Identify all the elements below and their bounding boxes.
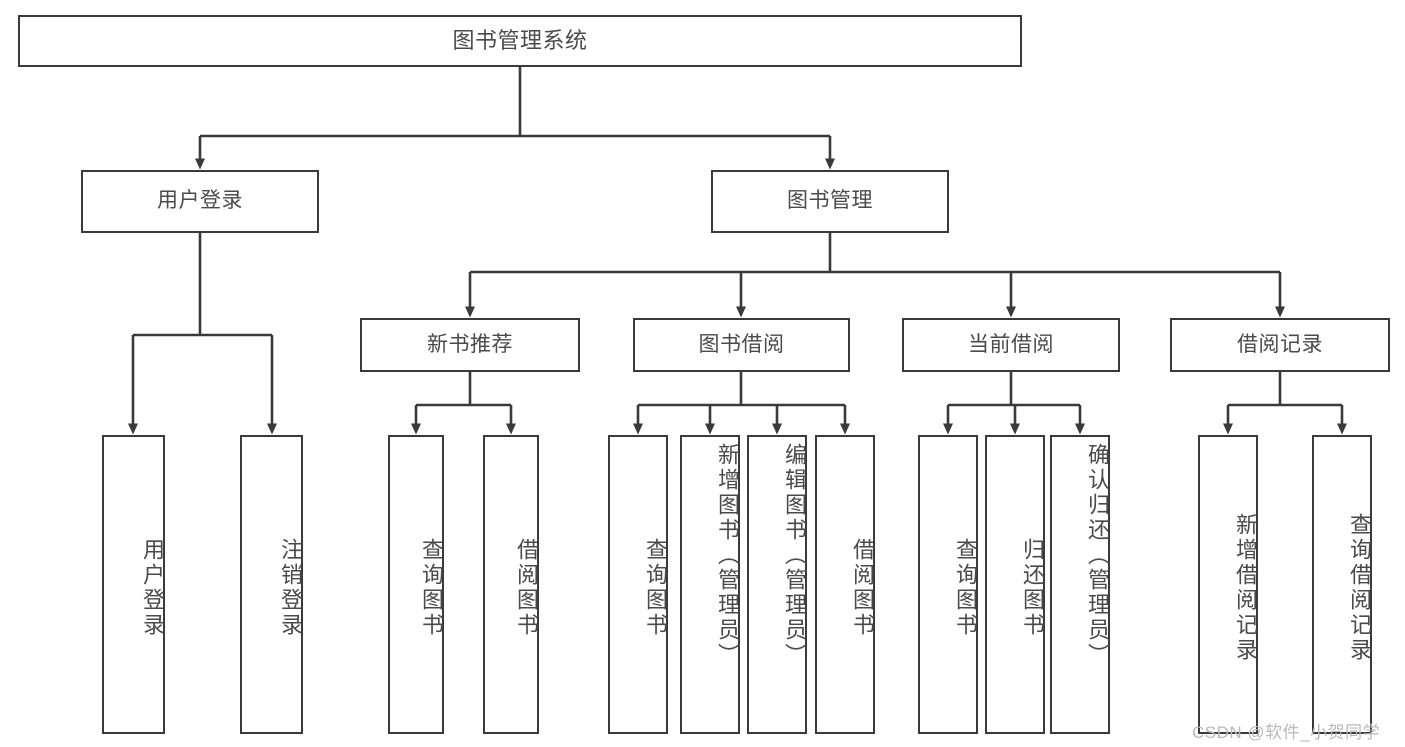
leaf-user-login[interactable]: 用户登录 [102, 435, 165, 734]
leaf-query-borrow-record[interactable]: 查询借阅记录 [1312, 435, 1372, 734]
leaf-user-logout[interactable]: 注销登录 [240, 435, 303, 734]
leaf-add-book[interactable]: 新增图书（管理员） [680, 435, 740, 734]
leaf-borrow-book-rec[interactable]: 借阅图书 [483, 435, 539, 734]
node-book-borrow[interactable]: 图书借阅 [633, 318, 850, 372]
leaf-query-book-current[interactable]: 查询图书 [918, 435, 978, 734]
leaf-edit-book[interactable]: 编辑图书（管理员） [747, 435, 807, 734]
leaf-query-book[interactable]: 查询图书 [608, 435, 668, 734]
watermark-text: CSDN @软件_小贺同学 [1192, 723, 1381, 742]
node-new-book-rec[interactable]: 新书推荐 [360, 318, 580, 372]
leaf-confirm-return[interactable]: 确认归还（管理员） [1050, 435, 1110, 734]
leaf-return-book[interactable]: 归还图书 [985, 435, 1045, 734]
node-root[interactable]: 图书管理系统 [18, 15, 1022, 67]
node-book-manage[interactable]: 图书管理 [711, 170, 949, 233]
leaf-borrow-book[interactable]: 借阅图书 [815, 435, 875, 734]
leaf-add-borrow-record[interactable]: 新增借阅记录 [1198, 435, 1258, 734]
leaf-query-book-rec[interactable]: 查询图书 [388, 435, 444, 734]
node-borrow-record[interactable]: 借阅记录 [1170, 318, 1390, 372]
node-current-borrow[interactable]: 当前借阅 [902, 318, 1120, 372]
node-user-login[interactable]: 用户登录 [81, 170, 319, 233]
